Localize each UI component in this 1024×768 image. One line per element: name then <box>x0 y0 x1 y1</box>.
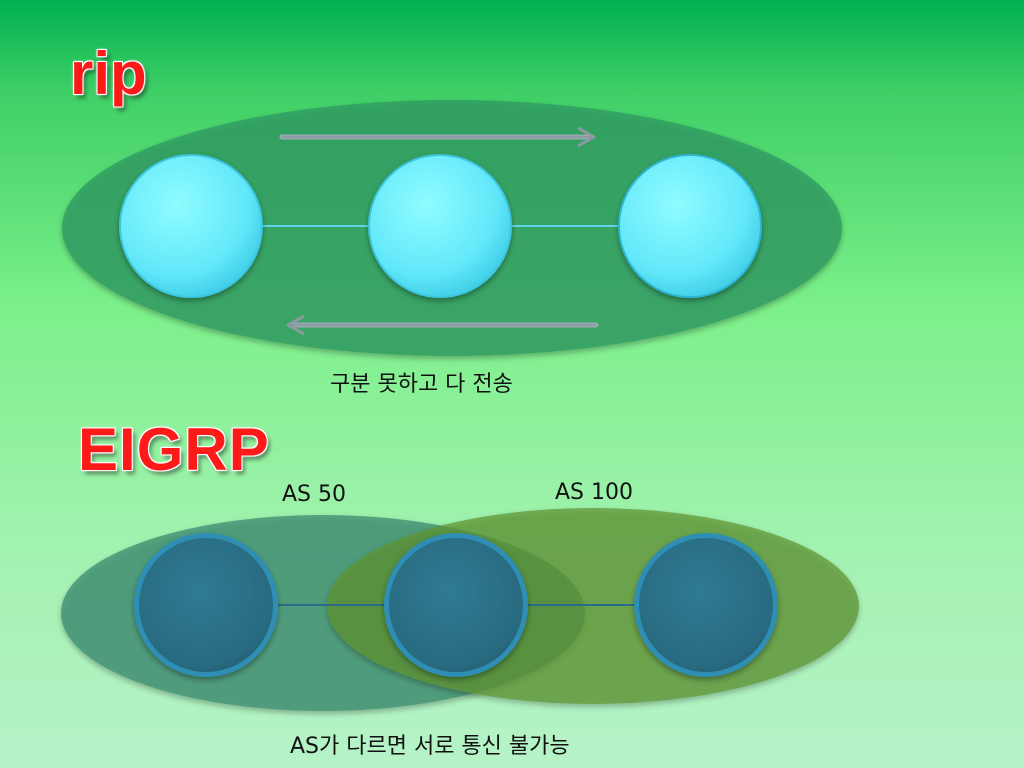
rip-router-node-1 <box>119 154 263 298</box>
rip-forward-arrow <box>279 126 596 148</box>
as50-label: AS 50 <box>282 482 347 507</box>
rip-caption: 구분 못하고 다 전송 <box>330 372 513 397</box>
rip-router-node-3 <box>618 154 762 298</box>
as100-label: AS 100 <box>555 480 633 505</box>
rip-router-node-2 <box>368 154 512 298</box>
rip-backward-arrow <box>286 314 599 336</box>
eigrp-router-node-2 <box>384 533 528 677</box>
eigrp-caption: AS가 다르면 서로 통신 불가능 <box>290 734 570 759</box>
eigrp-router-node-3 <box>634 533 778 677</box>
eigrp-router-node-1 <box>134 533 278 677</box>
rip-title: rip <box>70 40 147 107</box>
eigrp-title: EIGRP <box>78 416 270 483</box>
